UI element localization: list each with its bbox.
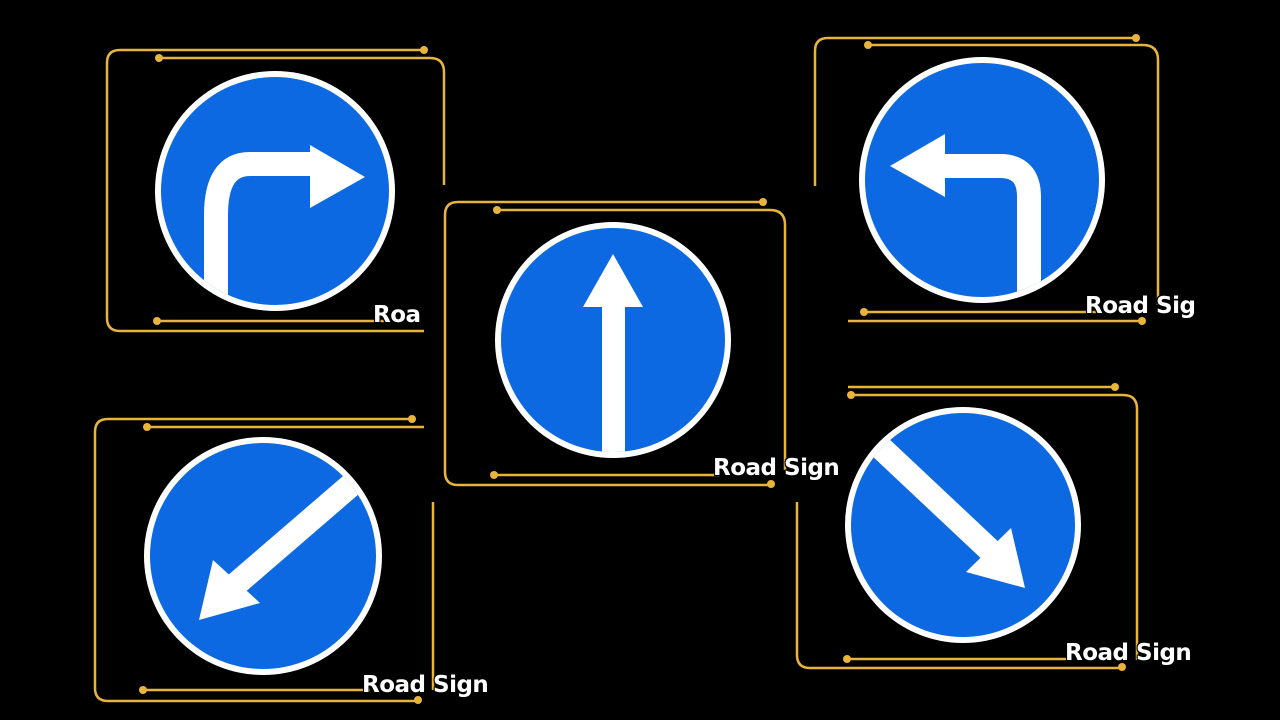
keep-left-sign xyxy=(144,437,382,675)
sign-label-keep-right: Road Sign xyxy=(1064,639,1192,666)
turn-right-arrow-icon xyxy=(204,145,365,305)
circuit-frame-bottom-right xyxy=(795,385,1139,670)
down-right-arrow-icon xyxy=(853,421,1025,588)
circuit-frame-top-right xyxy=(813,36,1160,323)
sign-label-straight-ahead: Road Sign xyxy=(712,454,840,481)
sign-label-keep-left: Road Sign xyxy=(361,671,489,698)
circuit-frame-bottom-left xyxy=(93,417,435,703)
keep-right-sign xyxy=(845,407,1081,643)
up-arrow-icon xyxy=(583,254,643,452)
turn-left-sign xyxy=(859,57,1105,303)
sign-label-turn-left: Road Sig xyxy=(1084,292,1196,319)
turn-right-sign xyxy=(155,71,395,311)
sign-label-turn-right: Roa xyxy=(372,301,421,328)
straight-ahead-sign xyxy=(495,222,731,458)
circuit-frame-top-left xyxy=(105,48,446,333)
turn-left-arrow-icon xyxy=(890,134,1041,297)
circuit-frame-center xyxy=(443,200,787,487)
